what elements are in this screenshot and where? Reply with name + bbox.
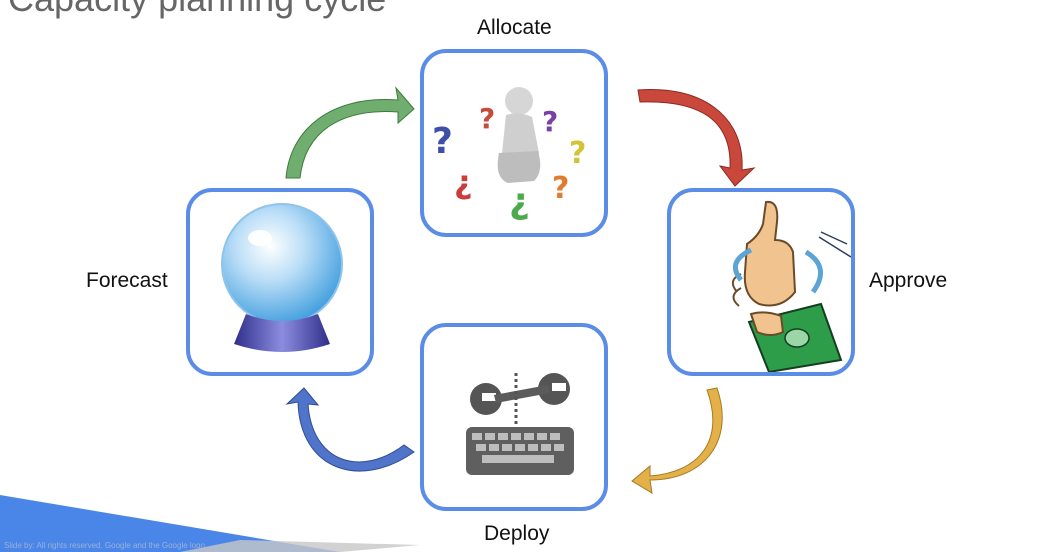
wrench-keyboard-icon — [466, 373, 574, 475]
approve-stage-card — [667, 188, 855, 376]
svg-text:?: ? — [432, 121, 453, 162]
slide-footer: Slide by: All rights reserved. Google an… — [4, 541, 206, 550]
thumbs-up-money-icon — [731, 200, 851, 372]
svg-text:¿: ¿ — [454, 163, 473, 201]
svg-text:?: ? — [552, 171, 569, 206]
svg-text:?: ? — [569, 136, 586, 171]
forecast-stage-card — [186, 188, 374, 376]
slide-title: Capacity planning cycle — [8, 0, 386, 20]
allocate-stage-card: ? ? ? ? ¿ ¿ ? — [420, 49, 608, 237]
crystal-ball-icon — [221, 203, 343, 352]
thinking-figure-icon: ? ? ? ? ¿ ¿ ? — [432, 87, 586, 222]
deploy-stage-card — [420, 323, 608, 511]
forecast-label: Forecast — [86, 269, 168, 292]
allocate-label: Allocate — [477, 16, 552, 39]
svg-text:?: ? — [479, 102, 495, 135]
svg-text:¿: ¿ — [509, 181, 530, 222]
svg-text:?: ? — [542, 105, 558, 138]
approve-label: Approve — [869, 269, 948, 292]
deploy-label: Deploy — [484, 522, 550, 545]
